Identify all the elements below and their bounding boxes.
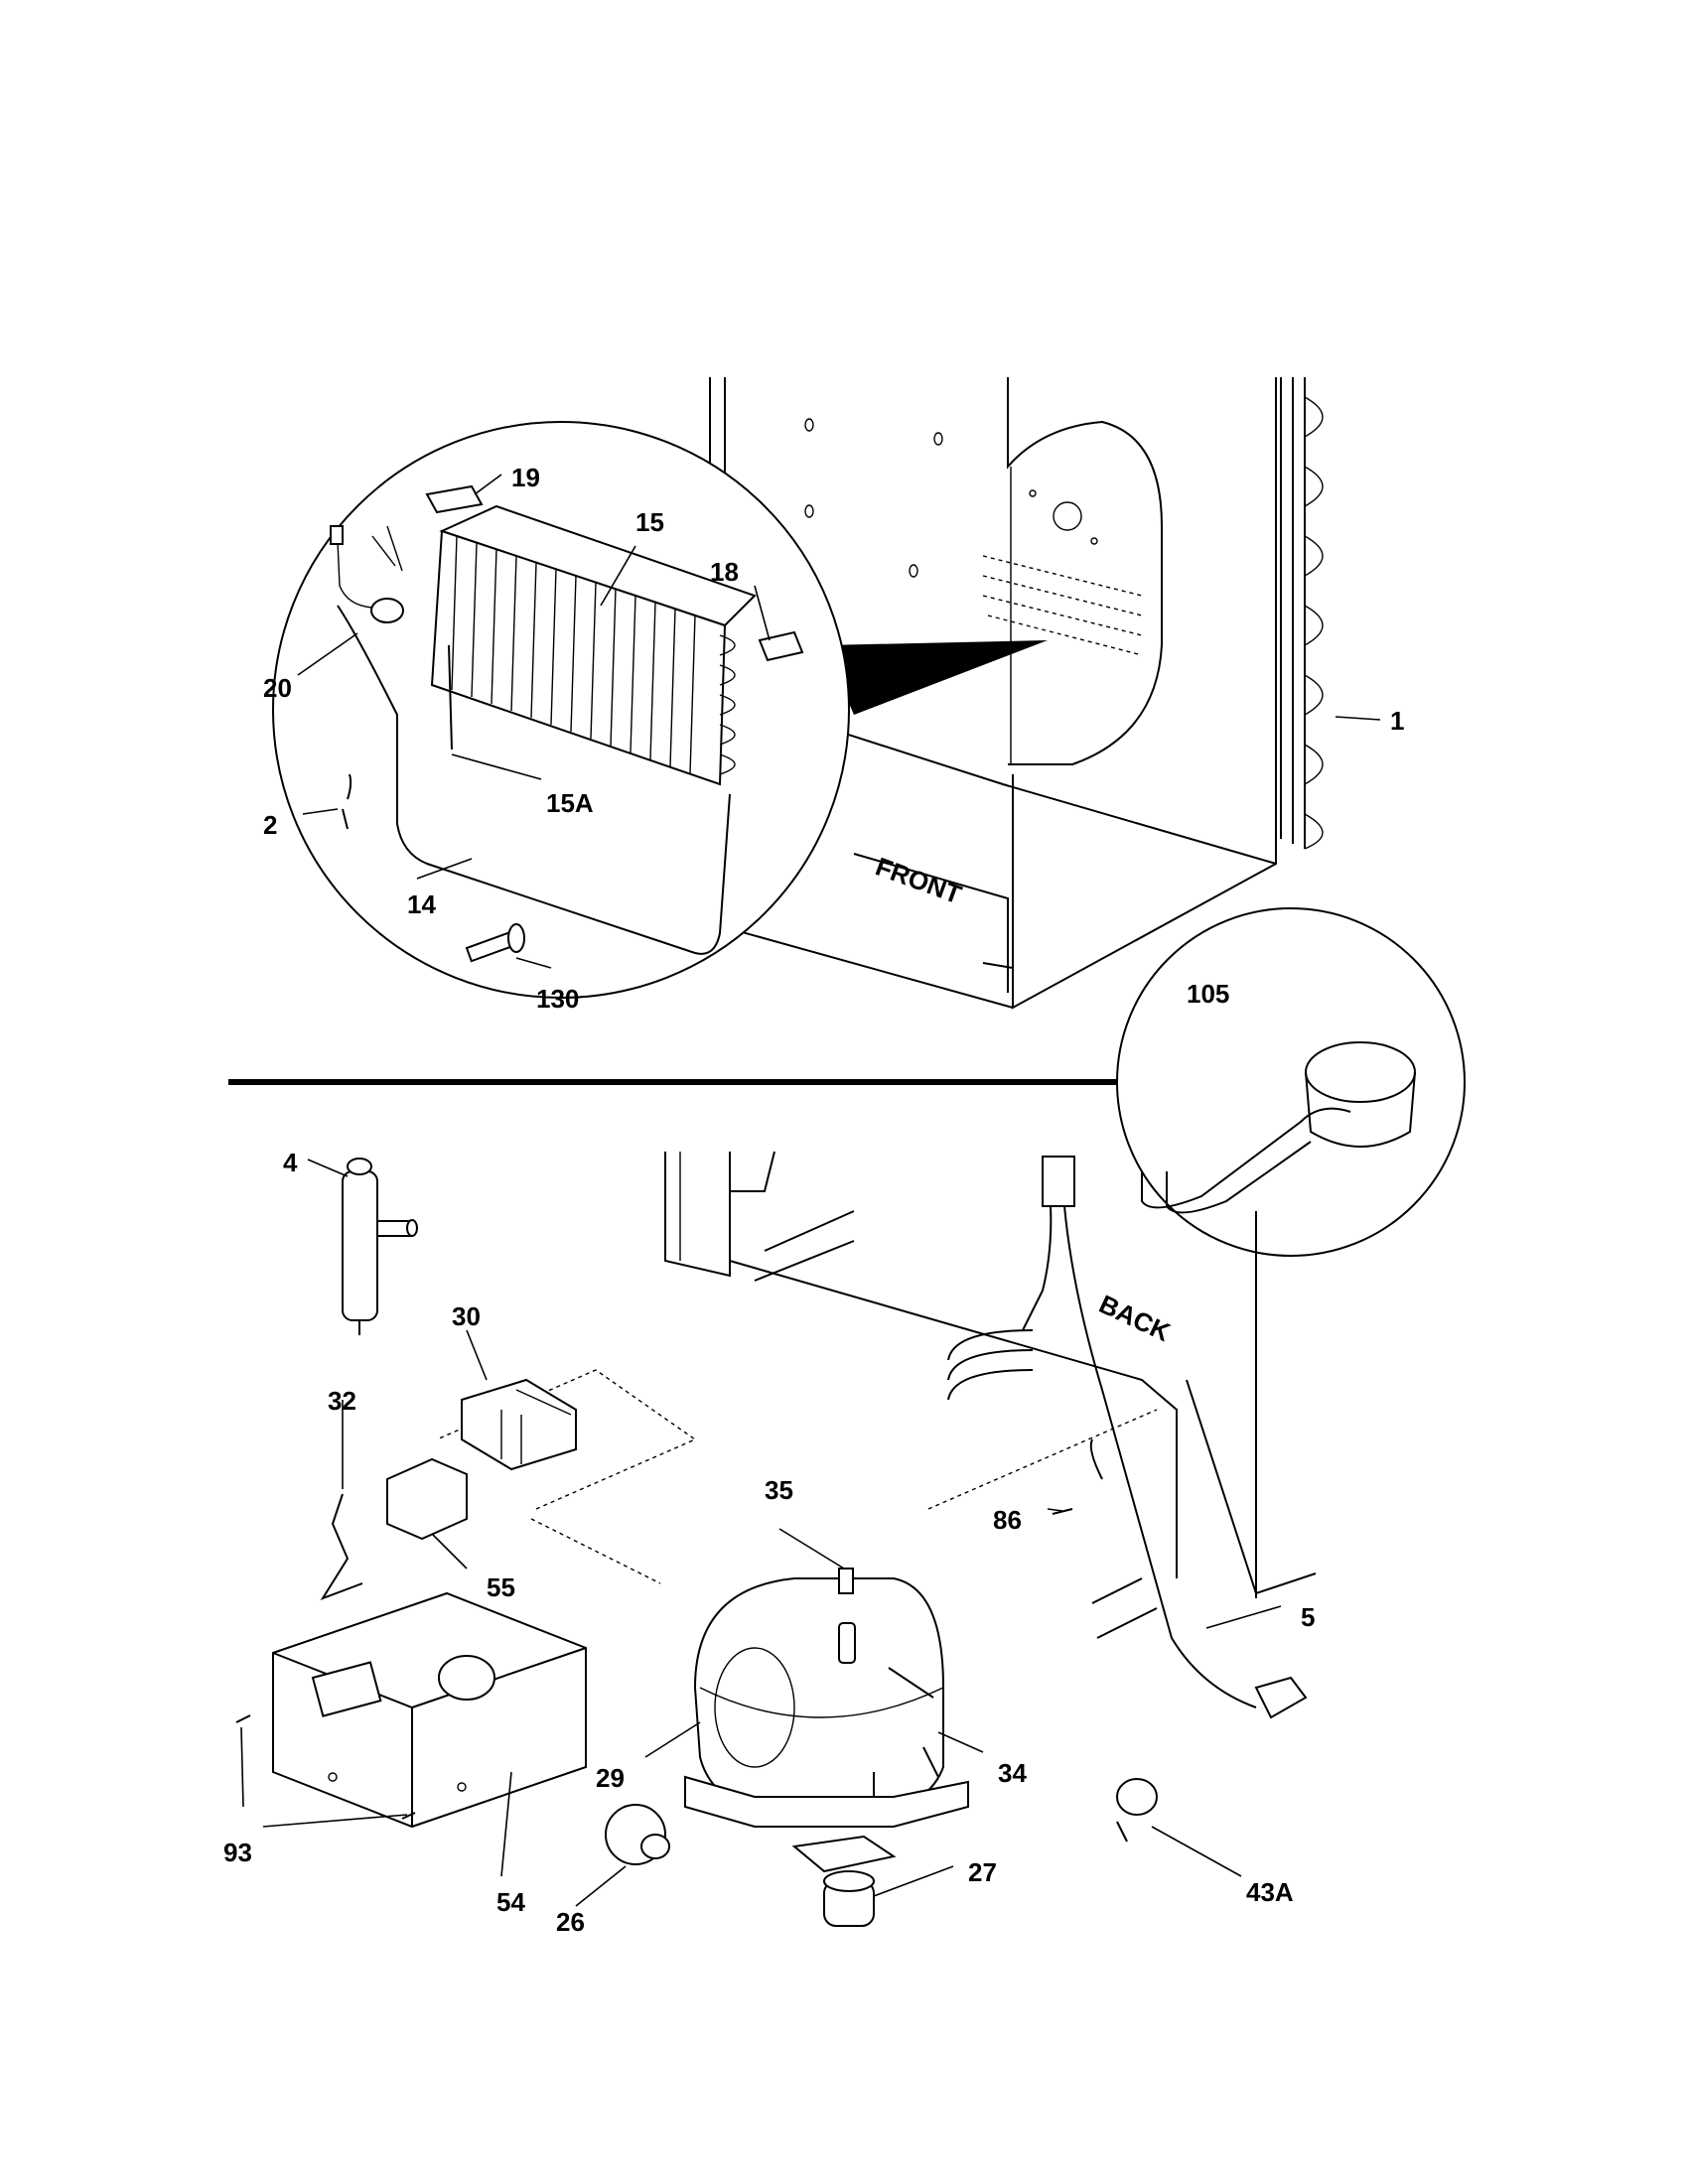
label-26: 26 — [556, 1907, 585, 1937]
label-35: 35 — [765, 1475, 793, 1505]
screw-130 — [465, 923, 525, 963]
fuse-15a — [448, 644, 453, 751]
label-43a: 43A — [1246, 1877, 1294, 1907]
clamp-43a — [1116, 1778, 1158, 1843]
drain-heater-14 — [337, 605, 731, 955]
label-105: 105 — [1187, 979, 1229, 1009]
clip-18 — [758, 630, 804, 662]
label-29: 29 — [596, 1763, 625, 1793]
label-2: 2 — [263, 810, 277, 840]
label-15: 15 — [635, 507, 664, 537]
label-18: 18 — [710, 557, 739, 587]
screw-86 — [1052, 1508, 1073, 1515]
label-20: 20 — [263, 673, 292, 703]
front-label: FRONT — [872, 851, 966, 909]
power-cord-5 — [947, 1156, 1308, 1719]
grommet-26 — [605, 1804, 670, 1865]
control-box-54 — [272, 1591, 587, 1829]
callout-pointer — [824, 640, 1048, 715]
label-4: 4 — [283, 1148, 298, 1177]
thermostat-20 — [330, 525, 404, 623]
label-27: 27 — [968, 1857, 997, 1887]
filter-drier-4 — [342, 1158, 418, 1335]
clip-19 — [425, 484, 484, 514]
back-label: BACK — [1094, 1289, 1175, 1347]
label-14: 14 — [407, 889, 436, 919]
leader-lines — [240, 474, 1381, 1907]
grommet-27 — [823, 1870, 875, 1927]
evaporator — [430, 504, 757, 786]
label-19: 19 — [511, 463, 540, 492]
relay-30 — [461, 1378, 577, 1471]
drain-pan-105 — [1141, 1041, 1416, 1214]
label-34: 34 — [998, 1758, 1027, 1788]
clip-2 — [342, 773, 352, 830]
label-55: 55 — [487, 1572, 515, 1602]
label-15a: 15A — [546, 788, 594, 818]
overload-55 — [386, 1457, 468, 1541]
label-130: 130 — [536, 984, 579, 1014]
evaporator-detail-circle — [272, 421, 850, 999]
label-86: 86 — [993, 1505, 1022, 1535]
detail-circle-105 — [1116, 907, 1466, 1257]
label-54: 54 — [496, 1887, 525, 1917]
label-1: 1 — [1390, 706, 1404, 736]
compressor-29 — [684, 1568, 969, 1873]
harness-32 — [320, 1493, 363, 1600]
label-5: 5 — [1301, 1602, 1315, 1632]
label-30: 30 — [452, 1301, 481, 1331]
label-93: 93 — [223, 1838, 252, 1867]
screw-93 — [235, 1714, 416, 1820]
condenser-coil — [1280, 377, 1324, 850]
label-32: 32 — [328, 1386, 356, 1416]
